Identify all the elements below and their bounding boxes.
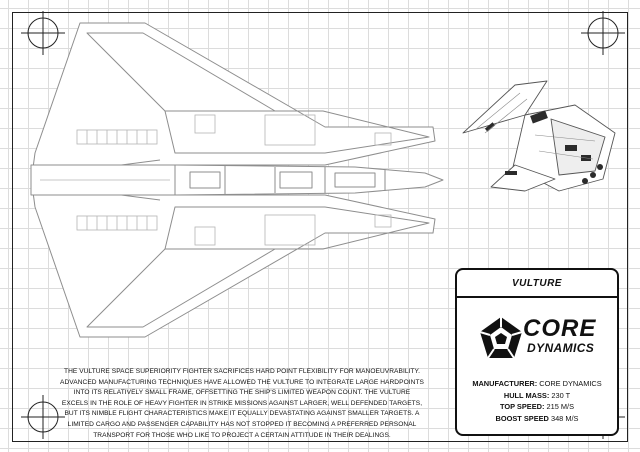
description-line: TRANSPORT FOR THOSE WHO LIKE TO PROJECT … <box>93 431 391 439</box>
registration-mark-top-right <box>581 11 625 55</box>
stat-value: 348 M/S <box>550 413 579 423</box>
description-line: THE VULTURE SPACE SUPERIORITY FIGHTER SA… <box>64 368 420 375</box>
sheet-border <box>12 12 628 442</box>
description-line: ADVANCED MANUFACTURING TECHNIQUES HAVE A… <box>60 378 424 386</box>
core-dynamics-logo-icon <box>479 317 523 359</box>
spec-card-header: VULTURE <box>457 270 617 298</box>
stat-boost-speed: BOOST SPEED 348 M/S <box>457 413 617 425</box>
manufacturer-logo: CORE DYNAMICS <box>479 316 601 364</box>
ship-name: VULTURE <box>512 277 562 289</box>
ship-perspective-drawing <box>462 80 616 192</box>
ship-top-view-drawing <box>30 22 444 338</box>
description-line: LIMITED CARGO AND PASSENGER CAPABILITY H… <box>67 420 417 428</box>
description-line: INTO ITS RELATIVELY SMALL FRAME, OFFSETT… <box>73 389 411 397</box>
ship-description: THE VULTURE SPACE SUPERIORITY FIGHTER SA… <box>30 367 454 441</box>
stat-label: TOP SPEED: <box>499 402 545 412</box>
description-line: BUT ITS NIMBLE FLIGHT CHARACTERISTICS MA… <box>64 410 420 418</box>
stat-label: MANUFACTURER: <box>472 379 538 388</box>
stat-value: 215 M/S <box>546 402 575 412</box>
registration-mark-top-left <box>21 11 65 55</box>
stat-top-speed: TOP SPEED: 215 M/S <box>457 401 617 413</box>
stat-hull-mass: HULL MASS: 230 T <box>457 390 617 402</box>
stat-manufacturer: MANUFACTURER: CORE DYNAMICS <box>457 378 617 390</box>
stat-value: CORE DYNAMICS <box>539 379 602 388</box>
stat-label: HULL MASS: <box>503 390 550 400</box>
logo-wordmark-bottom: DYNAMICS <box>527 341 595 355</box>
registration-mark-bottom-left <box>21 395 65 439</box>
stat-label: BOOST SPEED <box>495 413 549 423</box>
spec-card: VULTURE CORE DYNAMICS MANUFACTURER: CORE… <box>455 268 619 436</box>
stat-value: 230 T <box>551 390 571 400</box>
description-line: EXCELS IN THE ROLE OF HEAVY FIGHTER IN S… <box>61 399 423 407</box>
ship-stats: MANUFACTURER: CORE DYNAMICS HULL MASS: 2… <box>457 378 617 424</box>
logo-wordmark-top: CORE <box>523 315 597 342</box>
